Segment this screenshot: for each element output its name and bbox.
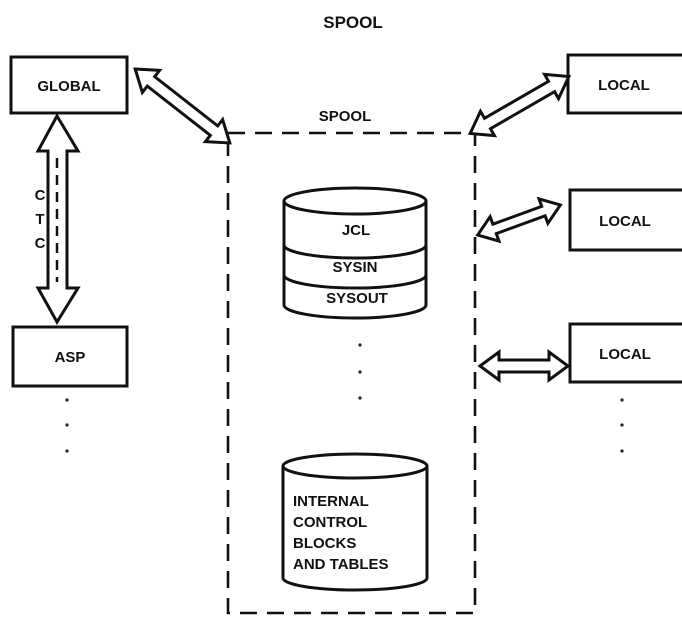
local-box-1 [566, 53, 682, 115]
internal-control-cylinder [281, 452, 429, 592]
spool-region-label: SPOOL [319, 108, 372, 125]
jcl-label: JCL [342, 222, 370, 239]
global-box [9, 55, 129, 115]
local1-spool-arrow [467, 72, 572, 138]
local-box-3 [568, 322, 682, 384]
continuation-dots-center [358, 343, 362, 400]
internal-line-2: CONTROL [293, 514, 367, 531]
ctc-letter-2: T [35, 211, 44, 228]
spool-region [226, 131, 477, 615]
ctc-double-arrow [35, 112, 81, 325]
diagram-title: SPOOL [323, 13, 383, 32]
dataset-cylinder [282, 186, 428, 320]
global-spool-arrow [133, 67, 232, 145]
internal-line-4: AND TABLES [293, 556, 389, 573]
ctc-letter-1: C [35, 187, 46, 204]
internal-line-3: BLOCKS [293, 535, 356, 552]
sysout-label: SYSOUT [326, 290, 388, 307]
sysin-label: SYSIN [332, 259, 377, 276]
asp-box [11, 325, 129, 388]
asp-label: ASP [55, 349, 86, 366]
local-label-3: LOCAL [599, 346, 651, 363]
global-label: GLOBAL [37, 78, 100, 95]
internal-line-1: INTERNAL [293, 493, 369, 510]
continuation-dots-local [620, 398, 624, 453]
continuation-dots-asp [65, 398, 69, 453]
ctc-letter-3: C [35, 235, 46, 252]
local2-spool-arrow [475, 196, 563, 244]
local-label-1: LOCAL [598, 77, 650, 94]
local3-spool-arrow [477, 349, 571, 383]
local-box-2 [568, 188, 682, 252]
local-label-2: LOCAL [599, 213, 651, 230]
